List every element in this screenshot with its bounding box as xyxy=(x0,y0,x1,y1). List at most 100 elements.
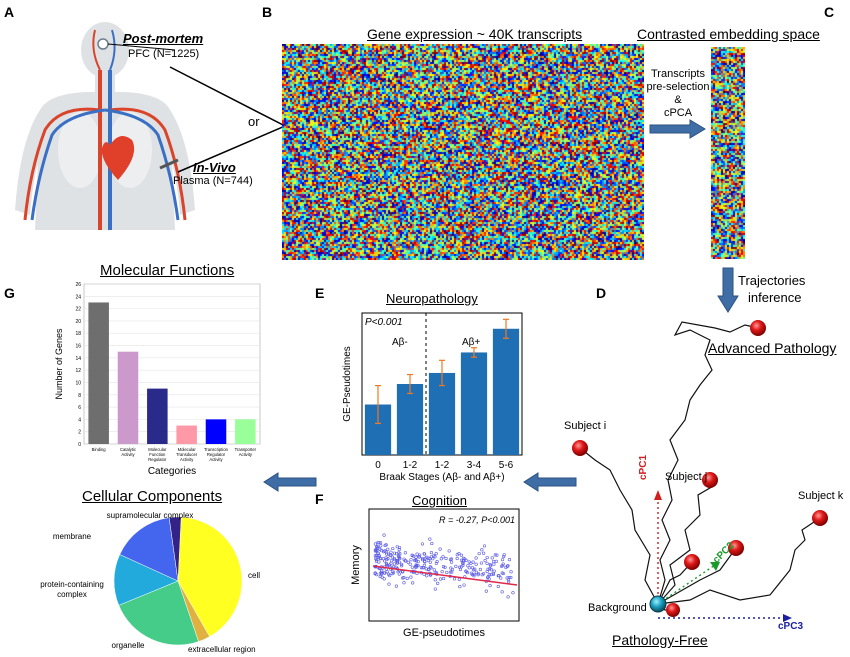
e-annotation: P<0.001 xyxy=(365,317,403,328)
f-point xyxy=(477,551,481,556)
pie-title: Cellular Components xyxy=(82,488,223,505)
pie-slice xyxy=(177,516,243,638)
f-point xyxy=(382,533,386,537)
f-point xyxy=(493,553,497,557)
f-point xyxy=(382,577,386,581)
g-ytick-label: 0 xyxy=(78,442,81,448)
f-point xyxy=(414,565,418,570)
f-point xyxy=(373,548,378,552)
g-bar xyxy=(235,419,256,444)
f-point xyxy=(402,575,406,580)
f-point xyxy=(427,567,431,571)
f-point xyxy=(420,556,425,561)
f-point xyxy=(428,560,432,564)
f-point xyxy=(392,562,397,566)
cpc3-arrowhead xyxy=(783,614,792,622)
pathology-free-label: Pathology-Free xyxy=(612,632,708,648)
f-point xyxy=(397,547,401,552)
panel-letter-b: B xyxy=(262,4,273,20)
f-point xyxy=(486,575,490,579)
f-point xyxy=(392,551,397,555)
f-point xyxy=(500,590,504,594)
advanced-pathology-node xyxy=(750,320,766,336)
g-ylabel: Number of Genes xyxy=(54,328,64,400)
panel-letter-g: G xyxy=(4,285,15,301)
f-point xyxy=(383,559,387,563)
f-point xyxy=(472,574,476,578)
f-point xyxy=(378,574,382,579)
g-ytick-label: 14 xyxy=(75,356,81,362)
g-bar xyxy=(176,425,197,444)
f-point xyxy=(436,581,440,585)
f-point xyxy=(491,559,496,564)
f-point xyxy=(395,558,399,563)
f-point xyxy=(389,559,394,563)
e-tick-label: 1-2 xyxy=(435,460,450,471)
f-point xyxy=(409,558,413,562)
f-point xyxy=(420,557,425,562)
f-point xyxy=(416,564,420,568)
arrow-label-2: pre-selection xyxy=(646,81,710,93)
subject-j-label: Subject j xyxy=(665,471,708,483)
f-point xyxy=(502,553,506,557)
cpc2-axis xyxy=(657,564,716,605)
cpc2-arrowhead xyxy=(710,562,720,571)
pie-slice xyxy=(118,580,199,646)
f-point xyxy=(461,556,466,560)
f-point xyxy=(491,572,495,577)
f-point xyxy=(399,562,404,566)
pie-label: supramolecular complex xyxy=(107,511,194,520)
f-point xyxy=(500,571,504,575)
trajectory-main xyxy=(657,321,759,605)
f-point xyxy=(506,564,510,568)
f-point xyxy=(378,547,382,551)
g-bar xyxy=(205,419,227,444)
f-point xyxy=(500,564,504,568)
f-point xyxy=(377,560,381,564)
subject-j-node xyxy=(702,472,718,488)
f-point xyxy=(408,562,412,566)
f-point xyxy=(397,545,402,550)
subject-node-3 xyxy=(728,540,744,556)
f-point xyxy=(507,575,511,580)
e-ylabel: GE-Pseudotimes xyxy=(342,346,353,422)
left-arrow-e-to-g xyxy=(263,472,317,492)
f-xlabel: GE-pseudotimes xyxy=(403,627,485,639)
g-xlabel: Categories xyxy=(148,466,196,477)
f-point xyxy=(505,564,509,568)
g-ytick-label: 12 xyxy=(75,368,81,374)
f-point xyxy=(428,557,432,561)
left-arrow-d-to-e xyxy=(523,472,577,492)
f-point xyxy=(373,571,377,576)
f-point xyxy=(432,568,436,572)
f-point xyxy=(386,556,390,561)
trajectory-subject-j xyxy=(657,479,716,605)
f-point xyxy=(433,578,437,582)
trajectory-subject-k xyxy=(657,517,821,605)
f-point xyxy=(416,560,420,564)
f-point xyxy=(455,553,459,557)
g-ytick-label: 6 xyxy=(78,405,81,411)
f-point xyxy=(377,541,381,545)
f-point xyxy=(392,558,397,562)
f-point xyxy=(380,575,384,579)
f-point xyxy=(415,564,419,568)
arrow-label-3: & xyxy=(674,94,682,106)
f-point xyxy=(388,574,392,578)
f-point xyxy=(378,556,382,561)
f-point xyxy=(445,570,449,575)
pie-label: membrane xyxy=(53,532,92,541)
e-bar xyxy=(428,372,456,455)
trajectory-plot xyxy=(572,320,828,622)
f-point xyxy=(383,543,387,547)
f-point xyxy=(434,561,438,565)
f-point xyxy=(410,565,414,569)
pie-label: cell xyxy=(248,571,260,580)
f-point xyxy=(390,572,394,576)
g-ytick-label: 24 xyxy=(75,294,81,300)
f-point xyxy=(474,556,478,560)
right-arrow-b-to-c xyxy=(649,119,706,139)
f-point xyxy=(499,576,503,580)
